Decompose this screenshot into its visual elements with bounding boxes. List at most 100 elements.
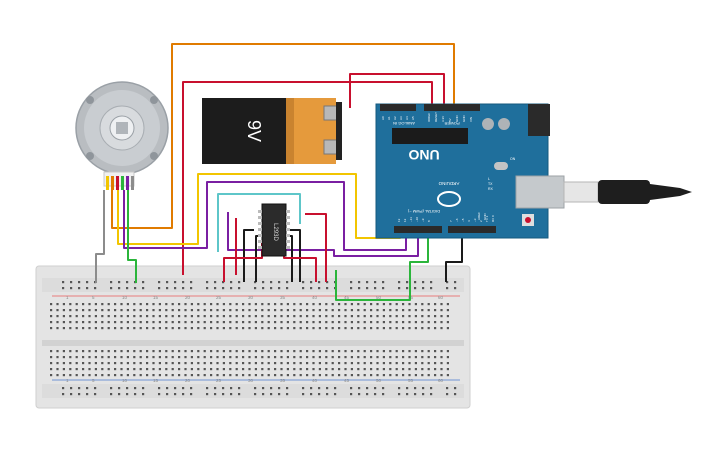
breadboard-hole[interactable]: [274, 374, 277, 377]
breadboard-hole[interactable]: [306, 309, 309, 312]
breadboard-hole[interactable]: [374, 393, 377, 396]
breadboard-hole[interactable]: [338, 350, 341, 353]
breadboard-hole[interactable]: [82, 356, 85, 359]
breadboard-hole[interactable]: [146, 374, 149, 377]
breadboard-hole[interactable]: [86, 281, 89, 284]
breadboard-hole[interactable]: [139, 362, 142, 365]
breadboard-hole[interactable]: [326, 387, 329, 390]
breadboard-hole[interactable]: [334, 393, 337, 396]
breadboard-hole[interactable]: [267, 368, 270, 371]
breadboard-hole[interactable]: [248, 356, 251, 359]
breadboard-hole[interactable]: [248, 374, 251, 377]
breadboard-hole[interactable]: [126, 362, 129, 365]
breadboard-hole[interactable]: [222, 356, 225, 359]
breadboard-hole[interactable]: [107, 303, 110, 306]
breadboard-hole[interactable]: [421, 315, 424, 318]
breadboard-hole[interactable]: [318, 327, 321, 330]
breadboard-hole[interactable]: [50, 309, 53, 312]
breadboard-hole[interactable]: [440, 362, 443, 365]
breadboard-hole[interactable]: [312, 309, 315, 312]
breadboard-hole[interactable]: [299, 327, 302, 330]
breadboard-hole[interactable]: [414, 287, 417, 290]
breadboard-hole[interactable]: [107, 327, 110, 330]
breadboard-hole[interactable]: [454, 287, 457, 290]
breadboard-hole[interactable]: [165, 315, 168, 318]
breadboard-hole[interactable]: [299, 350, 302, 353]
breadboard-hole[interactable]: [166, 281, 169, 284]
breadboard-hole[interactable]: [389, 368, 392, 371]
breadboard-hole[interactable]: [229, 362, 232, 365]
breadboard-hole[interactable]: [286, 309, 289, 312]
breadboard-hole[interactable]: [440, 315, 443, 318]
breadboard-hole[interactable]: [306, 321, 309, 324]
breadboard-hole[interactable]: [133, 362, 136, 365]
breadboard-hole[interactable]: [182, 393, 185, 396]
breadboard-hole[interactable]: [110, 287, 113, 290]
breadboard-hole[interactable]: [178, 356, 181, 359]
breadboard-hole[interactable]: [120, 356, 123, 359]
breadboard-hole[interactable]: [248, 368, 251, 371]
breadboard-hole[interactable]: [88, 350, 91, 353]
breadboard-hole[interactable]: [94, 374, 97, 377]
breadboard-hole[interactable]: [178, 321, 181, 324]
breadboard-hole[interactable]: [235, 309, 238, 312]
breadboard-hole[interactable]: [94, 368, 97, 371]
breadboard-hole[interactable]: [357, 350, 360, 353]
breadboard-hole[interactable]: [158, 309, 161, 312]
breadboard-hole[interactable]: [178, 374, 181, 377]
breadboard-hole[interactable]: [182, 387, 185, 390]
breadboard-hole[interactable]: [114, 374, 117, 377]
breadboard-hole[interactable]: [344, 356, 347, 359]
breadboard-hole[interactable]: [306, 374, 309, 377]
breadboard-hole[interactable]: [190, 321, 193, 324]
breadboard-hole[interactable]: [184, 350, 187, 353]
stepper-motor[interactable]: [75, 81, 169, 190]
breadboard-hole[interactable]: [382, 362, 385, 365]
breadboard-hole[interactable]: [350, 350, 353, 353]
breadboard-hole[interactable]: [408, 356, 411, 359]
breadboard-hole[interactable]: [216, 356, 219, 359]
wire-yellow[interactable]: [117, 173, 401, 245]
breadboard-hole[interactable]: [278, 281, 281, 284]
breadboard-hole[interactable]: [306, 315, 309, 318]
breadboard-hole[interactable]: [114, 309, 117, 312]
breadboard-hole[interactable]: [222, 387, 225, 390]
breadboard-hole[interactable]: [363, 315, 366, 318]
breadboard-hole[interactable]: [78, 393, 81, 396]
breadboard-hole[interactable]: [107, 350, 110, 353]
breadboard-hole[interactable]: [312, 368, 315, 371]
breadboard-hole[interactable]: [184, 362, 187, 365]
breadboard-hole[interactable]: [262, 387, 265, 390]
breadboard-hole[interactable]: [222, 287, 225, 290]
wire-orange[interactable]: [111, 43, 455, 229]
breadboard-hole[interactable]: [158, 303, 161, 306]
breadboard-hole[interactable]: [434, 368, 437, 371]
breadboard-hole[interactable]: [248, 315, 251, 318]
breadboard-hole[interactable]: [120, 303, 123, 306]
breadboard-hole[interactable]: [376, 362, 379, 365]
breadboard-hole[interactable]: [344, 321, 347, 324]
breadboard-hole[interactable]: [88, 315, 91, 318]
breadboard-hole[interactable]: [446, 368, 449, 371]
breadboard-hole[interactable]: [216, 303, 219, 306]
wire-black-ic-1[interactable]: [243, 229, 254, 282]
breadboard-hole[interactable]: [312, 362, 315, 365]
breadboard-hole[interactable]: [78, 387, 81, 390]
breadboard-hole[interactable]: [382, 315, 385, 318]
breadboard-hole[interactable]: [350, 356, 353, 359]
breadboard-hole[interactable]: [56, 356, 59, 359]
breadboard-hole[interactable]: [114, 350, 117, 353]
breadboard-hole[interactable]: [88, 321, 91, 324]
breadboard-hole[interactable]: [50, 368, 53, 371]
breadboard-hole[interactable]: [230, 393, 233, 396]
breadboard-hole[interactable]: [254, 387, 257, 390]
breadboard-hole[interactable]: [190, 315, 193, 318]
breadboard-hole[interactable]: [120, 321, 123, 324]
breadboard-hole[interactable]: [216, 321, 219, 324]
breadboard-hole[interactable]: [402, 309, 405, 312]
breadboard-hole[interactable]: [56, 303, 59, 306]
breadboard-hole[interactable]: [75, 321, 78, 324]
breadboard-hole[interactable]: [363, 327, 366, 330]
breadboard-hole[interactable]: [338, 309, 341, 312]
breadboard-hole[interactable]: [454, 393, 457, 396]
